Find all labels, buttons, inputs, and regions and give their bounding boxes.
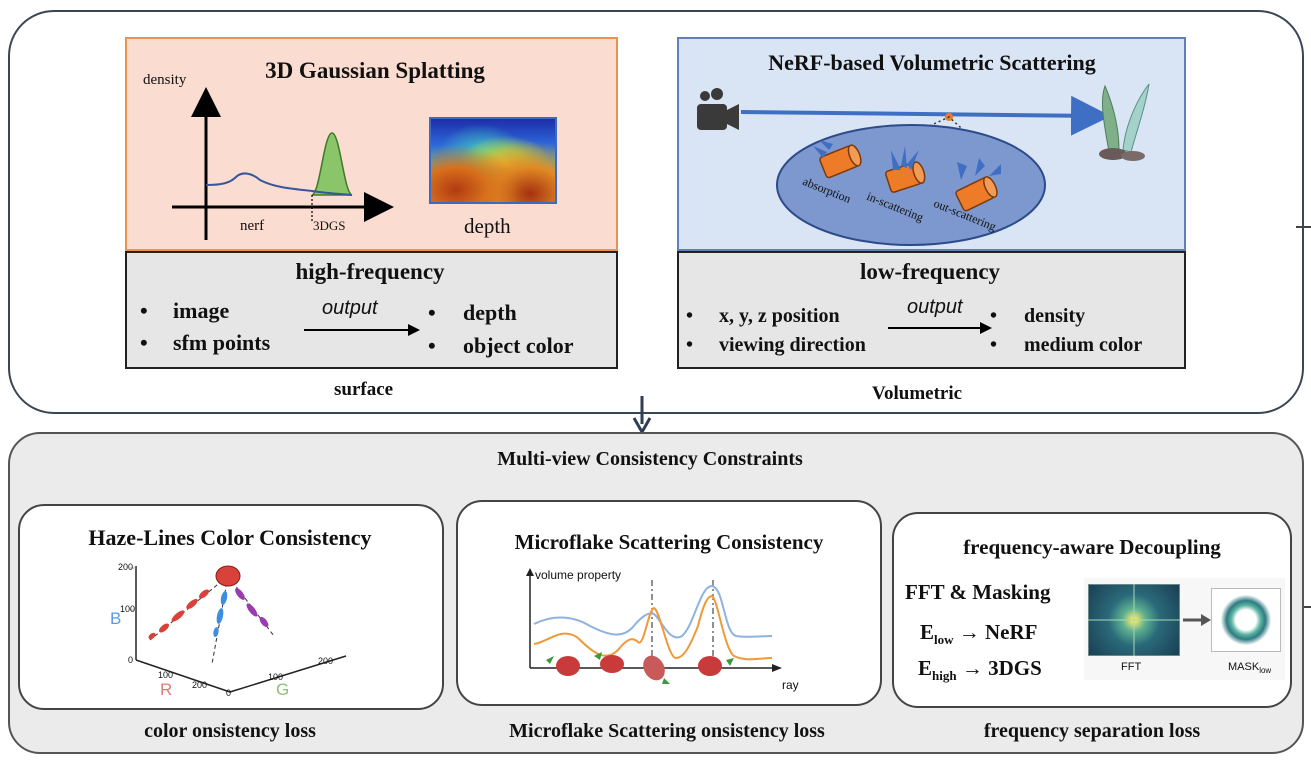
microflake-caption: Microflake Scattering onsistency loss [509,720,825,742]
inscattering-cylinder [885,161,926,193]
inscattering-arrows [891,146,919,170]
density-plot [172,87,394,240]
ray-arrow [740,95,1111,136]
output-object-color: object color [463,333,574,358]
input-xyz-position: x, y, z position [719,305,840,327]
output-bullet-4: • [990,334,998,356]
surface-caption: surface [334,379,394,400]
3dgs-label: 3DGS [313,218,346,233]
airlight-point [215,565,241,587]
tick-g-100: 100 [268,672,284,682]
depth-label: depth [464,214,511,238]
input-bullet-2: • [140,330,148,355]
input-bullet-1: • [140,298,148,323]
low-frequency-box [677,251,1186,369]
input-viewing-direction: viewing direction [719,334,866,356]
ehigh-text: Ehigh → 3DGS [918,656,1042,684]
outscattering-cylinder [955,176,998,212]
volume-property-label: volume property [535,568,622,582]
nerf-label: nerf [240,218,265,234]
haze-lines-title: Haze-Lines Color Consistency [88,525,372,550]
frequency-caption: frequency separation loss [983,720,1201,742]
output-label-left: output [322,297,378,319]
tick-g-200: 200 [318,656,334,666]
tick-g-0: 0 [226,688,232,698]
scatter-arrows [546,652,734,684]
ray-label: ray [782,678,799,692]
right-connector-top [1296,226,1311,228]
output-bullet-1: • [428,300,436,325]
camera-icon [697,88,739,130]
fft-to-mask-arrow [1183,614,1211,626]
gaussian-title: 3D Gaussian Splatting [265,58,485,83]
mask-caption: MASKlow [1228,661,1272,676]
outscattering-arrows [957,158,1001,180]
output-bullet-3: • [990,305,998,327]
tick-r-100: 100 [158,670,174,680]
output-medium-color: medium color [1024,334,1143,356]
absorption-cylinder [819,144,862,179]
elow-text: Elow → NeRF [920,620,1038,648]
color-consistency-caption: color onsistency loss [144,720,316,742]
gaussian-peak [311,132,353,196]
output-bullet-2: • [428,333,436,358]
constraints-title: Multi-view Consistency Constraints [497,448,803,470]
volumetric-caption: Volumetric [872,383,963,404]
microflake-plot [526,568,782,684]
absorption-arrows [813,140,833,158]
input-image: image [173,298,230,323]
tick-b-200: 200 [118,562,134,572]
frequency-title: frequency-aware Decoupling [963,535,1221,559]
low-frequency-heading: low-frequency [859,259,1001,284]
nerf-title: NeRF-based Volumetric Scattering [768,50,1096,75]
fft-caption: FFT [1121,661,1142,673]
output-density: density [1024,305,1086,327]
axis-r-label: R [160,680,173,699]
fft-masking-text: FFT & Masking [905,580,1051,604]
high-frequency-box [125,251,618,369]
microflake-title: Microflake Scattering Consistency [514,530,824,554]
tick-b-0: 0 [128,655,134,665]
input-sfm-points: sfm points [173,330,271,355]
seaweed-icon [1099,83,1150,161]
density-axis-label: density [143,72,187,88]
microflake-particles [556,655,722,681]
fft-cross [1088,584,1180,656]
tick-b-100: 100 [120,604,136,614]
tick-r-200: 200 [192,680,208,690]
mask-low-image [1211,588,1281,652]
microflake-panel [456,500,882,706]
output-depth: depth [463,300,517,325]
input-bullet-3: • [686,305,694,327]
axis-g-label: G [276,680,290,699]
blue-curve [533,584,773,639]
output-label-right: output [907,296,963,318]
axis-b-label: B [110,609,122,628]
haze-lines-panel [18,504,444,710]
down-arrow [632,396,652,436]
haze-lines-plot [130,565,347,693]
high-frequency-heading: high-frequency [295,259,445,284]
nerf-curve [205,172,353,196]
orange-curve [533,594,773,661]
output-arrow-left [304,324,420,336]
input-bullet-4: • [686,334,694,356]
nerf-scene [697,83,1150,246]
output-arrow-right [888,322,992,334]
depth-map-image [429,117,557,204]
